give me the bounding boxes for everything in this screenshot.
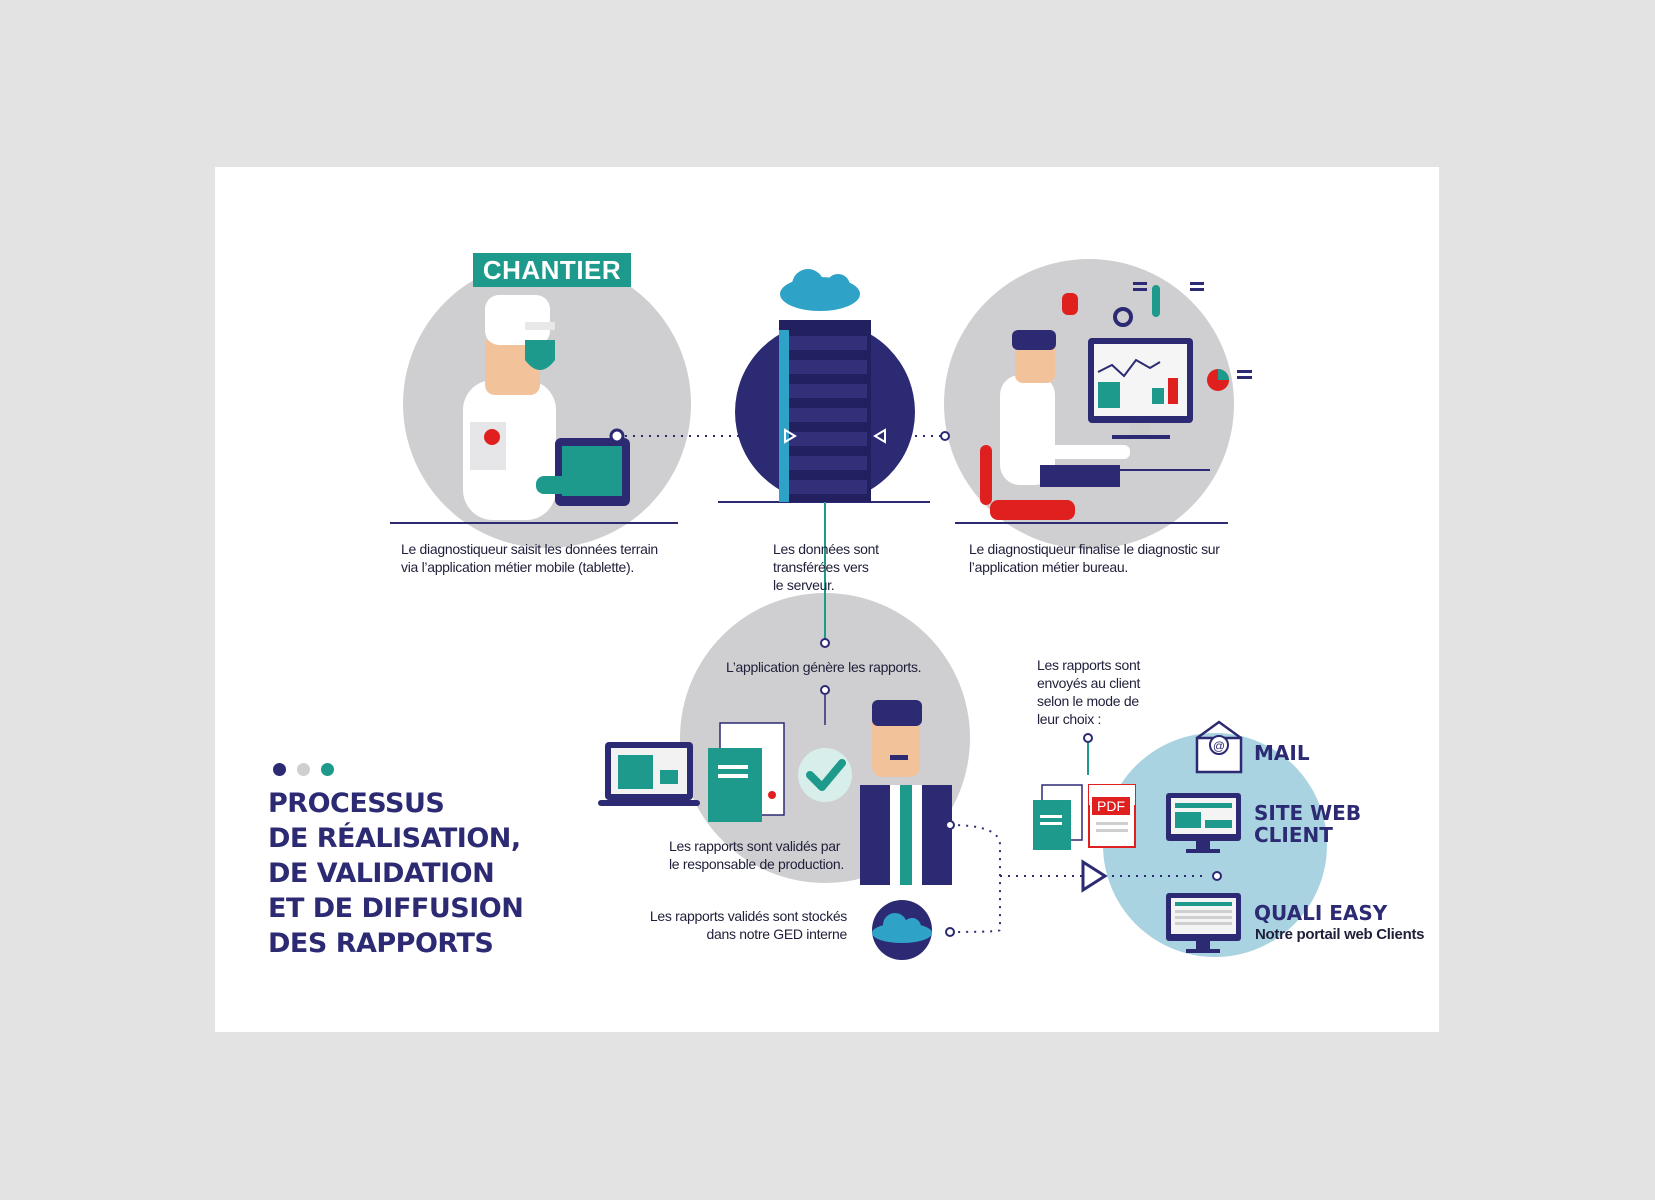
legend-dot — [321, 763, 334, 776]
desktop-monitor-icon — [1088, 338, 1210, 471]
red-badge-icon — [484, 429, 500, 445]
channel-quali-easy-subtitle: Notre portail web Clients — [1255, 926, 1425, 943]
alert-icon — [1062, 293, 1078, 315]
laptop-icon — [598, 742, 700, 806]
documents-icon — [708, 722, 785, 822]
channel-mail: MAIL — [1254, 741, 1310, 765]
cloud-icon — [780, 269, 860, 311]
ged-cloud-icon — [872, 900, 932, 960]
chantier-badge: CHANTIER — [473, 253, 631, 287]
monitor-icon — [1166, 893, 1241, 953]
report-docs-icon — [1033, 784, 1083, 850]
data-icons — [1062, 282, 1252, 391]
monitor-icon — [1166, 793, 1241, 853]
field-worker-figure — [463, 295, 630, 520]
legend-dot — [273, 763, 286, 776]
channel-quali-easy: QUALI EASY — [1254, 901, 1388, 925]
delivery-circle — [1103, 733, 1327, 957]
pdf-icon: PDF — [1088, 784, 1136, 848]
production-manager-figure — [860, 700, 952, 885]
step-desk-finalize: Le diagnostiqueur finalise le diagnostic… — [969, 541, 1220, 575]
page-title: PROCESSUS DE RÉALISATION, DE VALIDATION … — [268, 788, 524, 959]
arrow-icon — [1081, 859, 1108, 893]
mail-icon: @ — [1195, 720, 1243, 774]
pdf-label: PDF — [1097, 798, 1125, 814]
checkmark-icon — [798, 748, 852, 802]
svg-text:@: @ — [1213, 739, 1225, 753]
step-generate: L’application génère les rapports. — [726, 659, 922, 675]
legend-dot — [297, 763, 310, 776]
server-rack-icon — [779, 320, 871, 502]
thermometer-icon — [1152, 285, 1160, 317]
target-icon — [1113, 307, 1133, 327]
office-worker-figure — [980, 330, 1130, 520]
step-field-entry: Le diagnostiqueur saisit les données ter… — [401, 541, 658, 575]
